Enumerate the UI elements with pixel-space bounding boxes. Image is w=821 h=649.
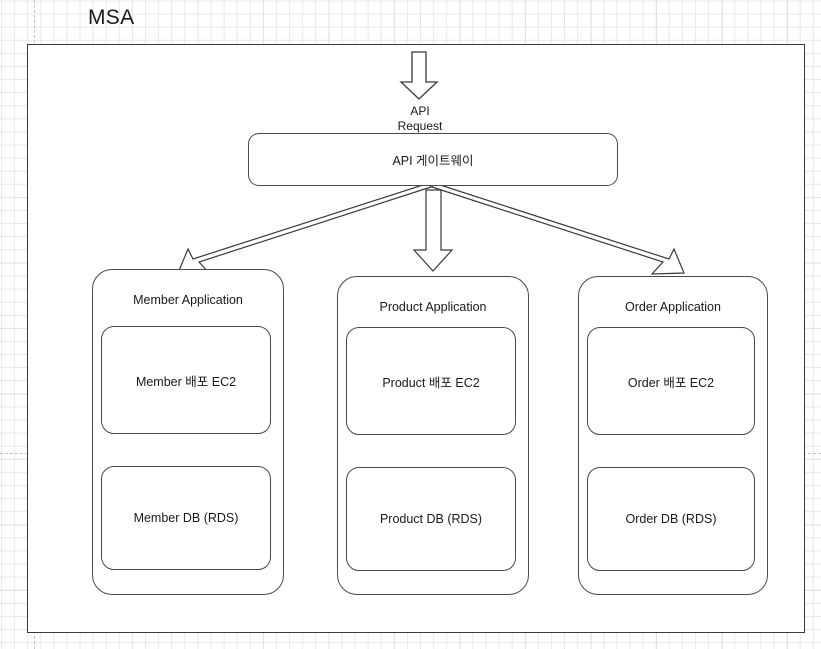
order-ec2-node[interactable]: Order 배포 EC2 [587, 327, 755, 435]
product-ec2-node[interactable]: Product 배포 EC2 [346, 327, 516, 435]
page-title: MSA [88, 6, 135, 29]
member-application-title: Member Application [133, 293, 243, 307]
product-application-title: Product Application [379, 300, 487, 314]
product-db-node[interactable]: Product DB (RDS) [346, 467, 516, 571]
api-gateway-label: API 게이트웨이 [392, 154, 474, 168]
api-request-label: API Request [374, 104, 466, 134]
order-application-node[interactable]: Order Application Order 배포 EC2 Order DB … [578, 276, 768, 595]
order-db-node[interactable]: Order DB (RDS) [587, 467, 755, 571]
product-application-node[interactable]: Product Application Product 배포 EC2 Produ… [337, 276, 529, 595]
api-gateway-node[interactable]: API 게이트웨이 [248, 133, 618, 186]
order-application-title: Order Application [625, 300, 721, 314]
member-db-node[interactable]: Member DB (RDS) [101, 466, 271, 570]
member-application-node[interactable]: Member Application Member 배포 EC2 Member … [92, 269, 284, 595]
api-request-label-line1: API [410, 104, 430, 118]
api-request-label-line2: Request [397, 119, 443, 133]
member-ec2-node[interactable]: Member 배포 EC2 [101, 326, 271, 434]
